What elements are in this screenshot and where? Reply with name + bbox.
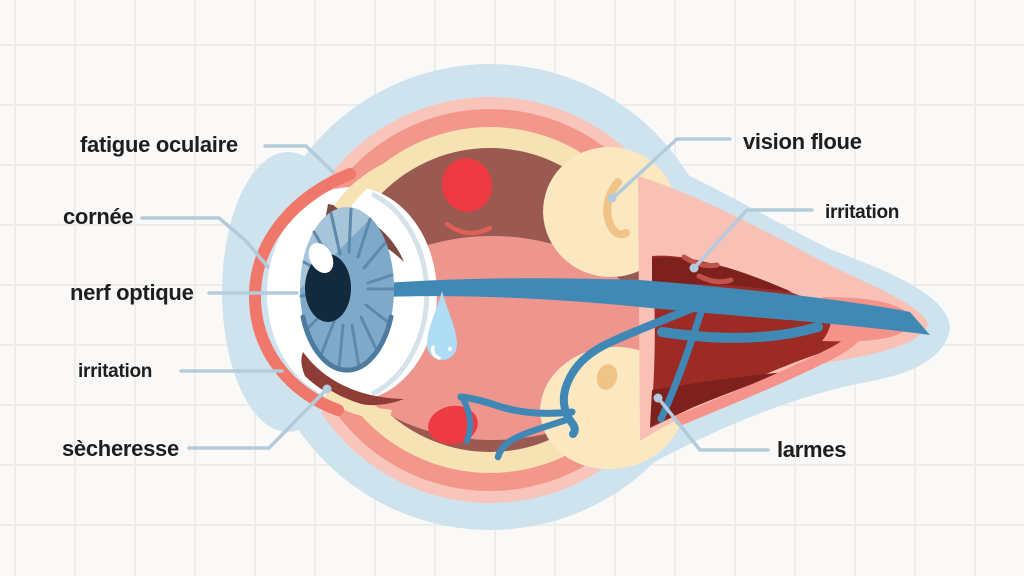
leader-dot-vision-floue	[607, 193, 617, 203]
label-larmes: larmes	[777, 437, 847, 462]
iris-edge	[300, 314, 394, 373]
label-vision-floue: vision floue	[743, 129, 862, 154]
leader-dot-irritation-droite	[689, 263, 699, 273]
leader-dot-larmes	[653, 393, 663, 403]
red-spot-top	[441, 158, 493, 212]
optic-nerve	[358, 278, 930, 343]
label-irritation-gauche: irritation	[78, 361, 153, 382]
leader-larmes	[657, 397, 770, 452]
label-irritation-droite: irritation	[825, 202, 900, 223]
label-nerf-optique: nerf optique	[70, 280, 194, 305]
red-spot-arc	[444, 221, 493, 236]
tear-drop	[427, 291, 457, 360]
cream-tip-bottom	[323, 390, 392, 421]
leader-cornee	[140, 216, 270, 269]
label-secheresse: sècheresse	[62, 436, 179, 461]
leader-dot-secheresse	[322, 384, 332, 394]
irritation-streak	[681, 254, 720, 269]
pupil-highlight	[308, 242, 334, 274]
cream-tip-top	[334, 156, 404, 214]
iris	[299, 207, 395, 373]
leader-secheresse	[187, 388, 328, 450]
leader-fatigue-oculaire	[263, 144, 335, 174]
leader-vision-floue	[611, 137, 732, 200]
label-cornee: cornée	[63, 204, 134, 229]
irritation-streak	[696, 273, 734, 285]
red-spot-bottom	[428, 405, 478, 445]
label-fatigue-oculaire: fatigue oculaire	[80, 132, 238, 157]
blood-vessels	[457, 301, 705, 461]
leader-lines	[140, 137, 814, 452]
leader-irritation-droite	[693, 208, 814, 269]
pupil	[305, 254, 351, 322]
